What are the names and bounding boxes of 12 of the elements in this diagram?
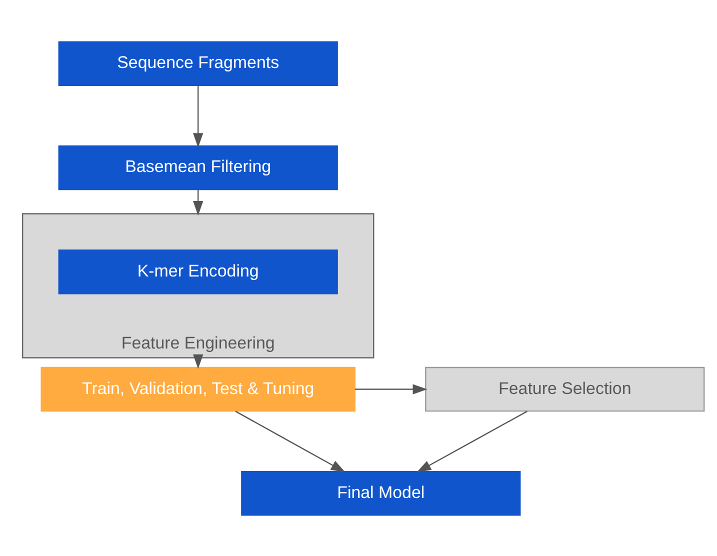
arrow: [193, 354, 204, 368]
node-box: K-mer Encoding: [58, 248, 338, 294]
node-box: Train, Validation, Test & Tuning: [40, 366, 356, 412]
arrow: [416, 410, 528, 472]
node-box: Sequence Fragments: [58, 40, 338, 86]
node-box: Feature Selection: [425, 366, 705, 412]
arrow: [193, 85, 204, 148]
arrow: [355, 384, 428, 394]
arrow: [193, 190, 204, 216]
node-box: Final Model: [241, 470, 521, 516]
arrow: [235, 410, 346, 472]
node-box: Basemean Filtering: [58, 144, 338, 190]
